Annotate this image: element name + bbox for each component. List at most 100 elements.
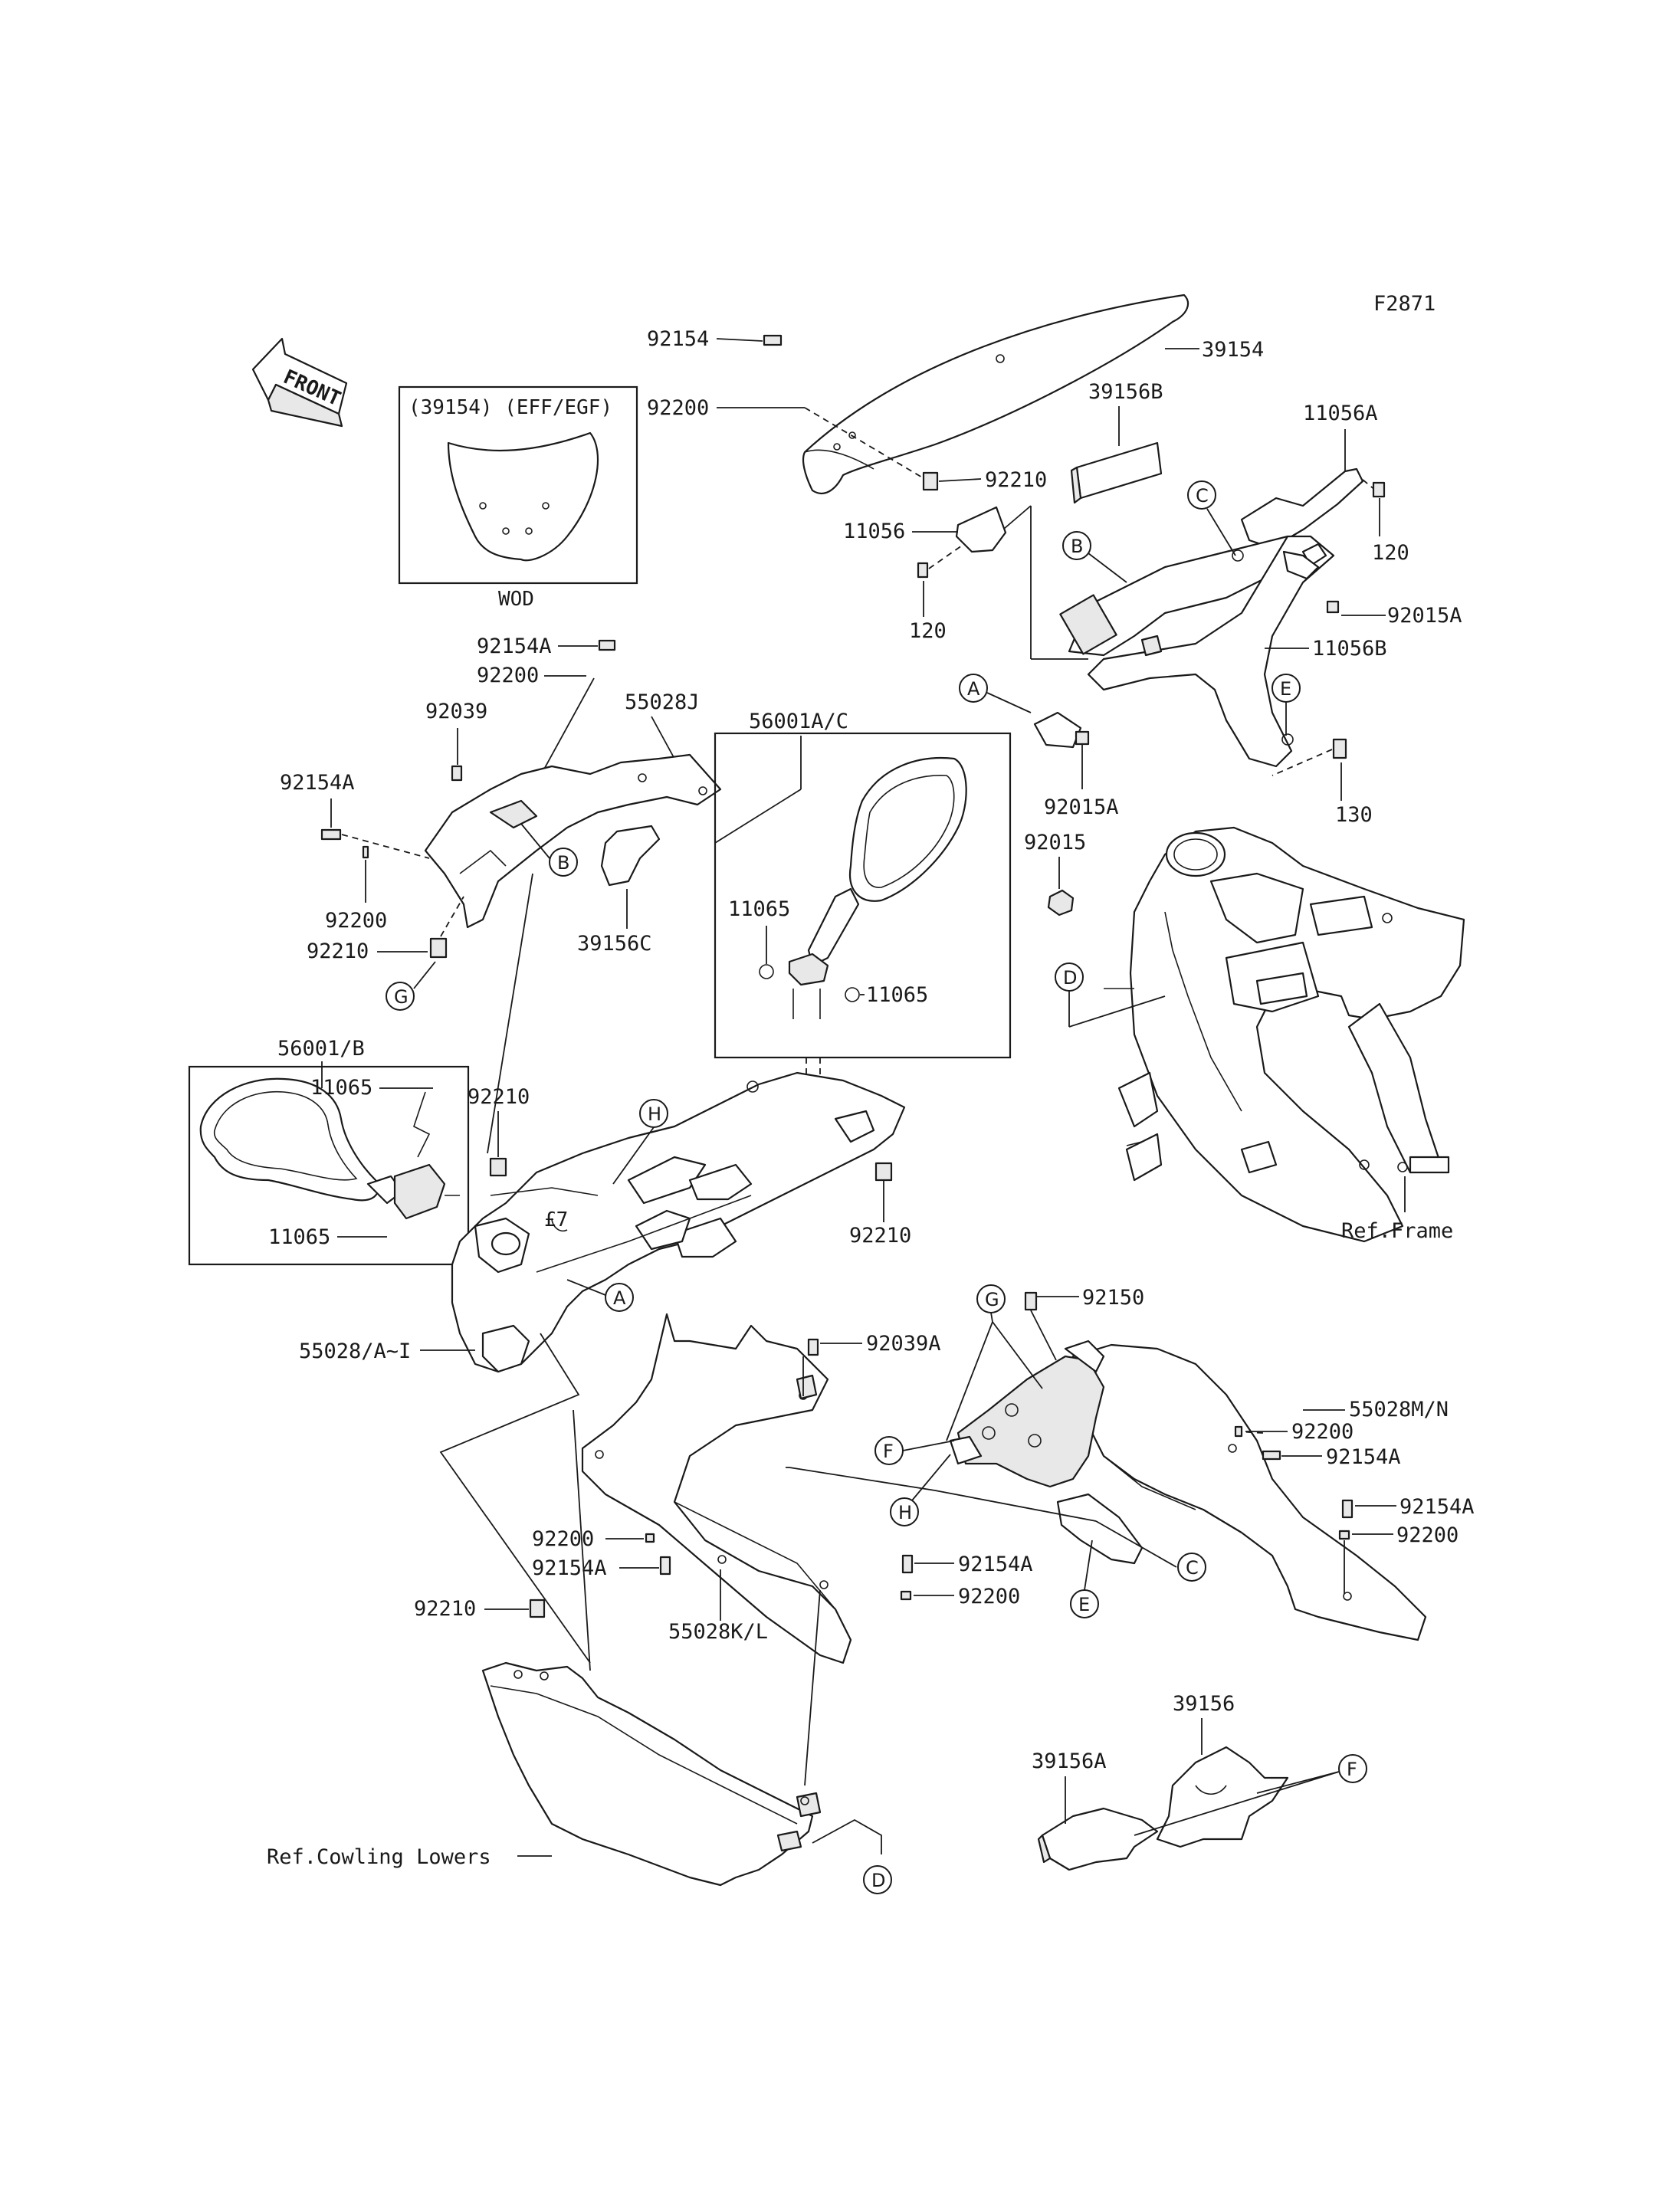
callout-G-letter: G (394, 986, 409, 1008)
label-92200-a: 92200 (477, 664, 539, 687)
label-92154A-c: 92154A (1326, 1445, 1401, 1469)
variant-title: (39154) (EFF/EGF) (409, 396, 612, 419)
label-92154A-f: 92154A (958, 1553, 1033, 1576)
mirror-box-56001AC (714, 732, 1012, 1059)
grommet-icon (429, 937, 448, 959)
variant-footer: WOD (498, 588, 534, 611)
label-92210-d: 92210 (849, 1224, 911, 1248)
bolt-icon (1262, 1450, 1281, 1461)
cowl-mark: £7 (544, 1208, 568, 1231)
label-92200-d: 92200 (532, 1527, 594, 1551)
nut-icon-92015A (1326, 600, 1340, 614)
mirror-box-56001B (188, 1065, 470, 1266)
washer-icon (900, 1590, 912, 1601)
bolt-icon (320, 828, 342, 841)
grommet-icon (874, 1162, 893, 1182)
variant-box: (39154) (EFF/EGF) WOD (398, 385, 638, 611)
bolt-icon-120-right (1372, 481, 1386, 498)
label-92200-top: 92200 (647, 396, 709, 420)
callout-D2-letter: D (871, 1870, 885, 1891)
label-92039A: 92039A (866, 1332, 941, 1356)
callout-H-letter: H (648, 1103, 661, 1125)
label-39156: 39156 (1173, 1692, 1235, 1716)
callout-B2-letter: B (557, 852, 569, 874)
callout-F2-letter: F (1347, 1759, 1357, 1780)
label-120-left: 120 (909, 619, 947, 643)
upper-cowl-55028AI: £7 (451, 1071, 906, 1373)
callout-H2-letter: H (898, 1502, 912, 1523)
callout-C2-letter: C (1186, 1557, 1199, 1579)
label-11056: 11056 (843, 520, 905, 543)
label-92154A-a: 92154A (477, 635, 552, 658)
label-39156B: 39156B (1088, 380, 1163, 404)
grommet-icon (529, 1599, 546, 1618)
cowling-lower (481, 1661, 822, 1887)
screw-icon (451, 765, 463, 782)
label-55028KL: 55028K/L (668, 1620, 768, 1644)
inner-cover-55028J (424, 753, 722, 929)
pad-39156C (600, 825, 661, 887)
label-92210-c: 92210 (468, 1085, 530, 1109)
label-92200-f: 92200 (958, 1585, 1020, 1608)
label-92015A-mid: 92015A (1044, 795, 1119, 819)
front-arrow-icon: FRONT (251, 337, 348, 428)
right-cover-55028MN (949, 1340, 1427, 1641)
bolt-icon (1341, 1499, 1354, 1519)
washer-icon (1234, 1425, 1243, 1438)
label-130: 130 (1335, 803, 1373, 827)
callout-B-letter: B (1071, 536, 1083, 557)
label-11065-d: 11065 (268, 1225, 330, 1249)
label-92210-e: 92210 (414, 1597, 476, 1621)
callout-A2 (605, 1283, 634, 1312)
pad-39156 (1156, 1746, 1289, 1848)
figure-id: F2871 (1373, 292, 1436, 316)
callout-G2-letter: G (985, 1289, 999, 1310)
pad-39156A (1037, 1807, 1159, 1871)
callout-F2 (1338, 1754, 1367, 1783)
label-92200-e: 92200 (1396, 1523, 1459, 1547)
label-92210-top: 92210 (985, 468, 1047, 492)
bolt-icon (763, 334, 783, 346)
bracket-11056 (928, 506, 1007, 569)
label-56001AC: 56001A/C (749, 710, 848, 733)
callout-E-letter: E (1280, 678, 1291, 700)
callout-D-letter: D (1063, 967, 1077, 989)
label-92200-c: 92200 (1291, 1420, 1354, 1444)
callout-B2 (549, 848, 578, 877)
stay-frame-11056B (1033, 535, 1335, 768)
label-92015: 92015 (1024, 831, 1086, 854)
label-11056A: 11056A (1303, 402, 1378, 425)
label-92039: 92039 (425, 700, 487, 723)
bolt-icon-120 (917, 562, 929, 579)
label-55028J: 55028J (625, 690, 700, 714)
callout-H2 (890, 1497, 919, 1526)
label-92154A-b: 92154A (280, 771, 355, 795)
label-39156C: 39156C (577, 932, 652, 956)
label-92154A-e: 92154A (532, 1556, 607, 1580)
callout-F-letter: F (883, 1441, 894, 1462)
nut-icon-92015A-mid (1075, 730, 1090, 746)
windshield-39154 (802, 293, 1189, 495)
label-120-right: 120 (1372, 541, 1409, 565)
bolt-icon (659, 1556, 671, 1576)
label-55028AI: 55028/A~I (299, 1340, 411, 1363)
washer-icon (362, 845, 369, 859)
label-11056B: 11056B (1312, 637, 1387, 661)
bolt-icon (598, 639, 616, 651)
washer-icon (645, 1533, 655, 1543)
callout-D2 (863, 1865, 892, 1894)
label-39156A: 39156A (1032, 1749, 1107, 1773)
label-11065-b: 11065 (866, 983, 928, 1007)
label-92200-b: 92200 (325, 909, 387, 933)
label-56001B: 56001/B (277, 1037, 365, 1061)
label-ref-cowling: Ref.Cowling Lowers (267, 1845, 491, 1869)
label-92150: 92150 (1082, 1286, 1144, 1310)
label-92210-b: 92210 (307, 939, 369, 963)
bolt-icon-92150 (1024, 1291, 1038, 1311)
callout-A-letter: A (967, 678, 980, 700)
callout-C (1187, 480, 1216, 510)
nut-icon-92015 (1047, 889, 1075, 917)
pad-39156B (1070, 441, 1163, 504)
callout-G (386, 982, 415, 1011)
